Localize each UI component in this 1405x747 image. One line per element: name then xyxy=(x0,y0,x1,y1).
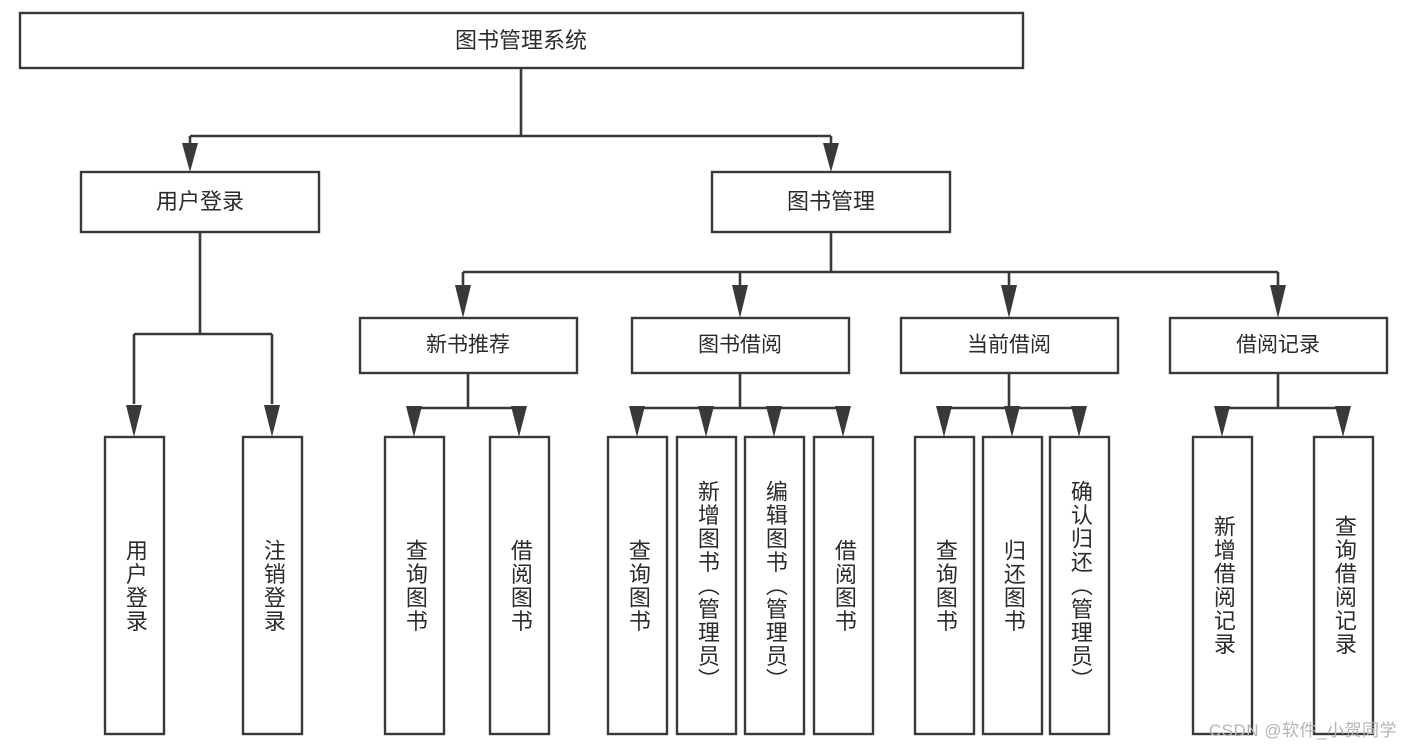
node-leaf-logout-box[interactable] xyxy=(241,435,304,736)
arrow-icon-leaf-query-book-1 xyxy=(406,406,422,437)
arrow-icon-leaf-return-book xyxy=(1004,406,1020,437)
node-user-login-label: 用户登录 xyxy=(156,189,244,214)
node-user-login[interactable]: 用户登录 xyxy=(79,170,321,234)
node-leaf-borrow-book-1-box[interactable] xyxy=(488,435,551,736)
node-user-login-box[interactable] xyxy=(79,170,321,234)
node-new-book-recommend-box[interactable] xyxy=(358,316,579,375)
arrow-icon-user-login xyxy=(182,143,198,172)
arrow-icon-leaf-confirm-return xyxy=(1071,406,1087,437)
arrowheads xyxy=(126,143,1351,437)
node-new-book-recommend[interactable]: 新书推荐 xyxy=(358,316,579,375)
node-root-box[interactable] xyxy=(18,11,1025,70)
node-borrow-record-box[interactable] xyxy=(1168,316,1389,375)
arrow-icon-leaf-query-book-3 xyxy=(936,406,952,437)
node-current-borrow[interactable]: 当前借阅 xyxy=(899,316,1120,375)
arrow-icon-leaf-query-record xyxy=(1335,406,1351,437)
watermark: CSDN @软件_小贺同学 xyxy=(1208,721,1397,740)
node-leaf-query-book-1-box[interactable] xyxy=(383,435,446,736)
node-current-borrow-box[interactable] xyxy=(899,316,1120,375)
node-leaf-query-book-2-box[interactable] xyxy=(606,435,669,736)
node-borrow-record[interactable]: 借阅记录 xyxy=(1168,316,1389,375)
node-leaf-query-record-box[interactable] xyxy=(1312,435,1375,736)
arrow-icon-leaf-borrow-book-2 xyxy=(835,406,851,437)
node-book-borrow[interactable]: 图书借阅 xyxy=(630,316,851,375)
node-root[interactable]: 图书管理系统 xyxy=(18,11,1025,70)
node-book-management-box[interactable] xyxy=(710,170,952,234)
arrow-icon-current-borrow xyxy=(1001,285,1017,318)
node-borrow-record-label: 借阅记录 xyxy=(1236,334,1320,357)
arrow-icon-leaf-borrow-book-1 xyxy=(511,406,527,437)
arrow-icon-leaf-add-book xyxy=(698,406,714,437)
node-book-borrow-box[interactable] xyxy=(630,316,851,375)
arrow-icon-new-book-recommend xyxy=(455,285,471,318)
arrow-icon-leaf-add-record xyxy=(1214,406,1230,437)
arrow-icon-book-borrow xyxy=(732,285,748,318)
arrow-icon-borrow-record xyxy=(1270,285,1286,318)
arrow-icon-book-management xyxy=(823,143,839,172)
node-book-management[interactable]: 图书管理 xyxy=(710,170,952,234)
node-leaf-query-book-3-box[interactable] xyxy=(913,435,976,736)
arrow-icon-leaf-edit-book xyxy=(766,406,782,437)
node-new-book-recommend-label: 新书推荐 xyxy=(426,334,510,357)
node-leaf-return-book-box[interactable] xyxy=(981,435,1044,736)
node-root-label: 图书管理系统 xyxy=(455,28,587,53)
node-leaf-borrow-book-2-box[interactable] xyxy=(812,435,875,736)
node-leaf-confirm-return-box[interactable] xyxy=(1048,435,1111,736)
node-current-borrow-label: 当前借阅 xyxy=(967,334,1051,357)
node-book-borrow-label: 图书借阅 xyxy=(698,334,782,357)
node-leaf-add-record-box[interactable] xyxy=(1191,435,1254,736)
node-leaf-edit-book-box[interactable] xyxy=(743,435,806,736)
arrow-icon-leaf-query-book-2 xyxy=(629,406,645,437)
node-leaf-add-book-box[interactable] xyxy=(675,435,738,736)
node-leaf-user-login-box[interactable] xyxy=(103,435,166,736)
leaf-boxes xyxy=(103,435,1375,736)
node-book-management-label: 图书管理 xyxy=(787,189,875,214)
arrow-icon-leaf-user-login xyxy=(126,405,142,437)
arrow-icon-leaf-logout xyxy=(264,405,280,437)
